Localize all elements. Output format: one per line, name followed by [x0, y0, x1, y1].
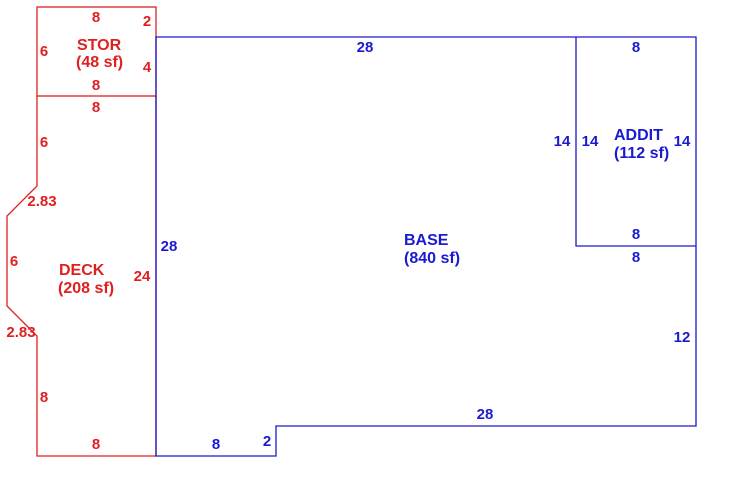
deck-outline — [6, 96, 157, 457]
base-area: (840 sf) — [404, 250, 460, 267]
dim-stor-right: 4 — [143, 59, 152, 76]
addit-area: (112 sf) — [614, 145, 669, 162]
dim-deck-diag-lower: 2.83 — [6, 324, 35, 341]
dim-base-step: 2 — [263, 433, 271, 450]
dim-base-right: 12 — [674, 329, 691, 346]
dim-stor-bottom: 8 — [92, 77, 100, 94]
base-outline — [155, 36, 697, 457]
area-labels: STOR (48 sf) DECK (208 sf) BASE (840 sf)… — [58, 37, 669, 297]
dim-deck-right: 24 — [134, 268, 151, 285]
dim-stor-top: 8 — [92, 9, 100, 26]
red-outlines — [6, 6, 157, 457]
dim-base-bottom-left: 8 — [212, 436, 220, 453]
dim-deck-left-upper: 6 — [40, 134, 48, 151]
base-name: BASE — [404, 232, 449, 249]
dim-base-left: 28 — [161, 238, 178, 255]
deck-area: (208 sf) — [58, 280, 114, 297]
dim-addit-top: 8 — [632, 39, 640, 56]
dim-deck-left-lower: 8 — [40, 389, 48, 406]
deck-name: DECK — [59, 262, 105, 279]
dim-deck-diag-upper: 2.83 — [27, 193, 56, 210]
dim-addit-bottom-outer: 8 — [632, 249, 640, 266]
dim-addit-left-inner: 14 — [582, 133, 599, 150]
dim-deck-bottom: 8 — [92, 436, 100, 453]
addit-name: ADDIT — [614, 127, 663, 144]
dim-stor-right-upper: 2 — [143, 13, 151, 30]
red-dimension-labels: 8 2 6 4 8 8 6 2.83 6 24 2.83 8 8 — [6, 9, 151, 453]
dim-base-bottom: 28 — [477, 406, 494, 423]
dim-base-top: 28 — [357, 39, 374, 56]
stor-area: (48 sf) — [76, 54, 123, 71]
dim-stor-left: 6 — [40, 43, 48, 60]
blue-outlines — [155, 36, 697, 457]
blue-dimension-labels: 28 28 28 8 2 12 8 14 14 14 8 8 — [161, 39, 691, 453]
stor-name: STOR — [77, 37, 122, 54]
dim-addit-left-outer: 14 — [554, 133, 571, 150]
dim-deck-left-mid: 6 — [10, 253, 18, 270]
addit-outline — [575, 37, 696, 247]
dim-addit-right: 14 — [674, 133, 691, 150]
dim-addit-bottom-inner: 8 — [632, 226, 640, 243]
dim-deck-top: 8 — [92, 99, 100, 116]
